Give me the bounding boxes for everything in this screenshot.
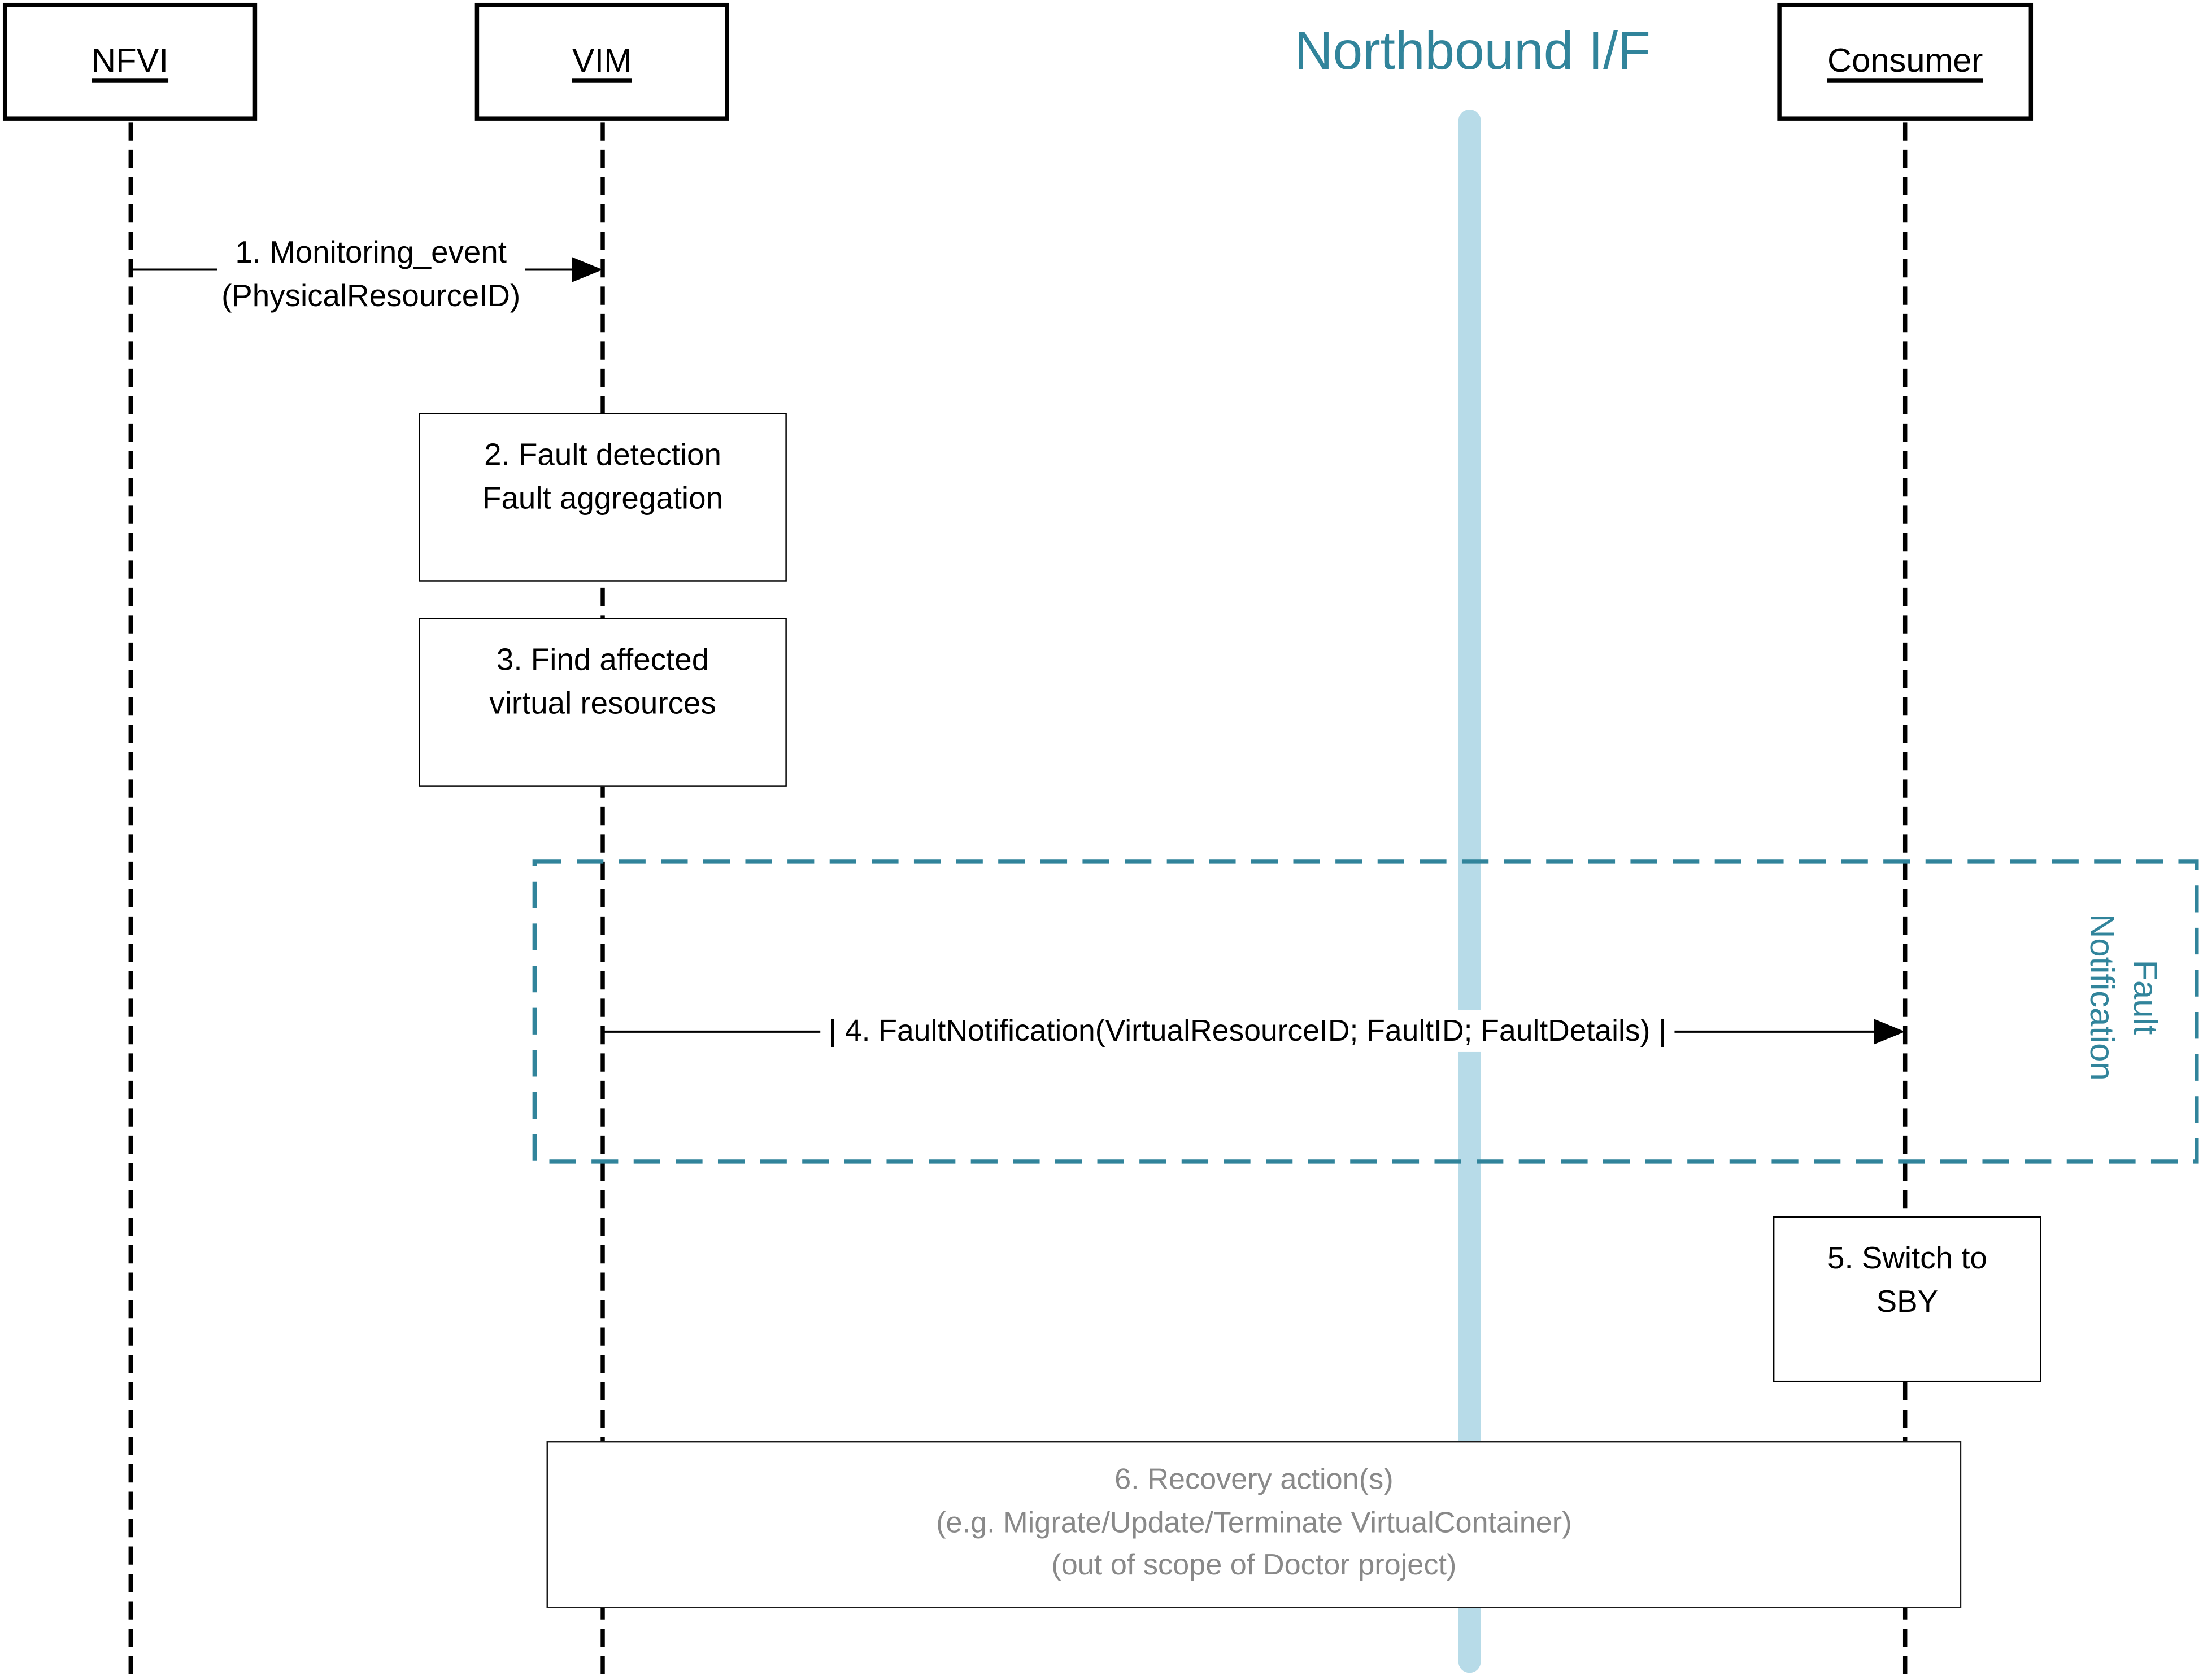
message4-arrowhead [1874, 1019, 1905, 1045]
activity-find-affected-line2: virtual resources [489, 685, 716, 721]
frame-label-line2: Notification [2082, 914, 2121, 1081]
message1-arrowhead [572, 257, 603, 282]
actor-nfvi: NFVI [2, 2, 258, 121]
fault-notification-frame [532, 859, 2199, 1164]
activity-switch-to-sby-line2: SBY [1876, 1284, 1939, 1319]
activity-find-affected: 3. Find affected virtual resources [419, 618, 787, 787]
message1-label-line2: (PhysicalResourceID) [221, 278, 521, 313]
activity-recovery-action: 6. Recovery action(s) (e.g. Migrate/Upda… [546, 1441, 1962, 1608]
fault-notification-frame-label: Fault Notification [2079, 914, 2166, 1080]
activity-recovery-action-line2: (e.g. Migrate/Update/Terminate VirtualCo… [936, 1506, 1572, 1539]
actor-vim-label: VIM [572, 42, 632, 80]
activity-switch-to-sby: 5. Switch to SBY [1773, 1216, 2041, 1382]
activity-recovery-action-line3: (out of scope of Doctor project) [1051, 1549, 1457, 1582]
activity-fault-detection-line1: 2. Fault detection [484, 437, 721, 472]
actor-vim: VIM [474, 2, 729, 121]
activity-switch-to-sby-line1: 5. Switch to [1827, 1240, 1987, 1276]
northbound-lifeline-bar [1458, 110, 1481, 1673]
actor-nfvi-label: NFVI [92, 42, 169, 80]
northbound-title: Northbound I/F [1294, 22, 1651, 82]
frame-label-line1: Fault [2126, 959, 2164, 1035]
activity-recovery-action-line1: 6. Recovery action(s) [1114, 1463, 1394, 1496]
message1-label-line1: 1. Monitoring_event [235, 234, 507, 270]
activity-fault-detection-line2: Fault aggregation [482, 480, 723, 516]
activity-find-affected-line1: 3. Find affected [496, 642, 709, 677]
actor-consumer: Consumer [1777, 2, 2034, 121]
actor-consumer-label: Consumer [1827, 42, 1983, 80]
message4-label: | 4. FaultNotification(VirtualResourceID… [820, 1010, 1675, 1052]
activity-fault-detection: 2. Fault detection Fault aggregation [419, 413, 787, 582]
message1-label: 1. Monitoring_event (PhysicalResourceID) [217, 230, 525, 318]
